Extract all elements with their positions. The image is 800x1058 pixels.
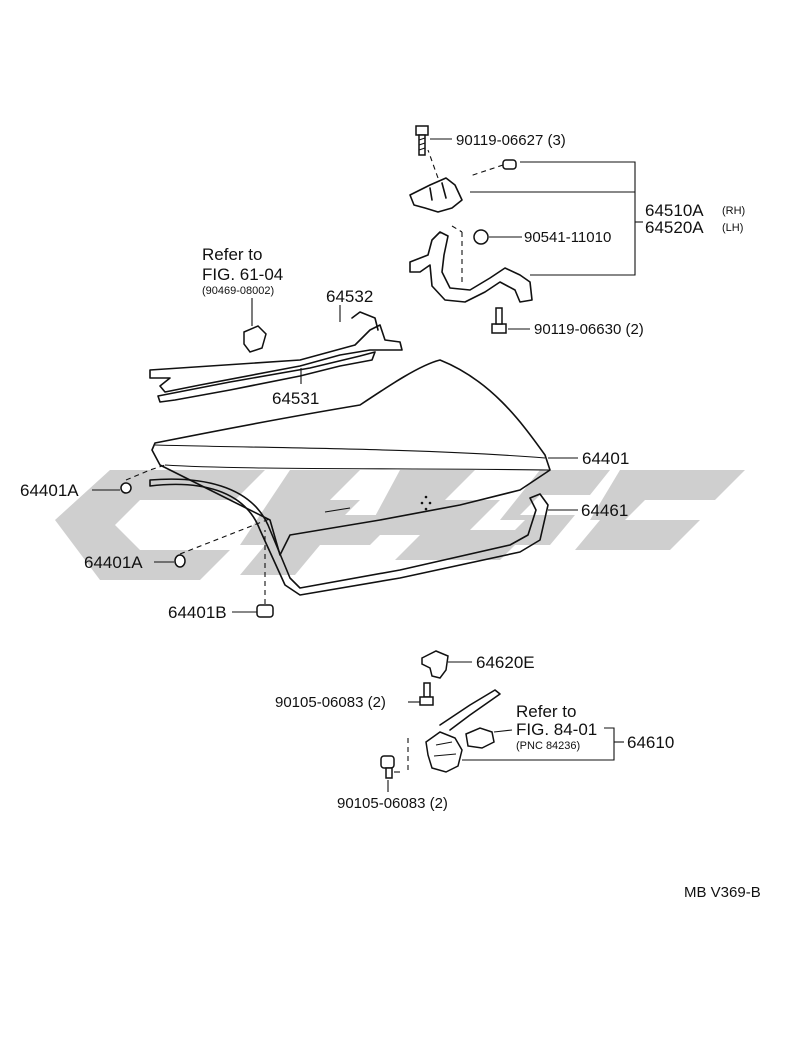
label-lock: 64610 [627,733,674,752]
label-grommet: 90541-11010 [524,229,611,246]
figure-code: MB V369-B [684,884,761,901]
label-bolt-top: 90119-06627 (3) [456,132,566,149]
bolt-top-icon [415,125,429,156]
label-hinge-lh: 64520A [645,218,704,237]
label-torsion-bar-upper: 64532 [326,287,373,306]
label-bolt-hinge: 90119-06630 (2) [534,321,644,338]
label-lid: 64401 [582,449,629,468]
bolt-hinge-icon [491,307,507,334]
lock-assembly [407,689,624,773]
label-refer-bot-1: Refer to [516,702,576,721]
grommet-icon [473,229,489,245]
label-weatherstrip: 64461 [581,501,628,520]
cushion-mid-icon [174,517,273,568]
label-torsion-bar-lower: 64531 [272,389,319,408]
label-refer-top-3: (90469-08002) [202,285,274,297]
label-cushion-left: 64401A [20,481,79,500]
label-cushion-mid: 64401A [84,553,143,572]
label-bolt-striker: 90105-06083 (2) [275,694,386,711]
hinge-arm [409,231,533,303]
label-hinge-rh: 64510A [645,201,704,220]
label-cushion-bottom: 64401B [168,603,227,622]
label-refer-bot-2: FIG. 84-01 [516,720,597,739]
trunk-lid [151,359,578,556]
torsion-bars [149,305,403,403]
hinge-bracket [409,177,463,213]
bolt-striker-icon [419,682,434,706]
label-hinge-rh-side: (RH) [722,205,745,217]
striker-icon [421,650,449,679]
weatherstrip [149,478,578,596]
cushion-left-icon [120,464,166,494]
label-refer-top-2: FIG. 61-04 [202,265,283,284]
label-refer-bot-3: (PNC 84236) [516,740,580,752]
label-refer-top-1: Refer to [202,245,262,264]
torsion-clip-icon [243,325,267,353]
bolt-side-icon [469,159,517,177]
label-striker: 64620E [476,653,535,672]
watermark-logo [55,470,745,580]
label-bolt-lock: 90105-06083 (2) [337,795,448,812]
bolt-lock-icon [380,755,395,779]
label-hinge-lh-side: (LH) [722,222,743,234]
cushion-bottom-icon [256,530,274,618]
hinge-assembly [409,125,643,334]
